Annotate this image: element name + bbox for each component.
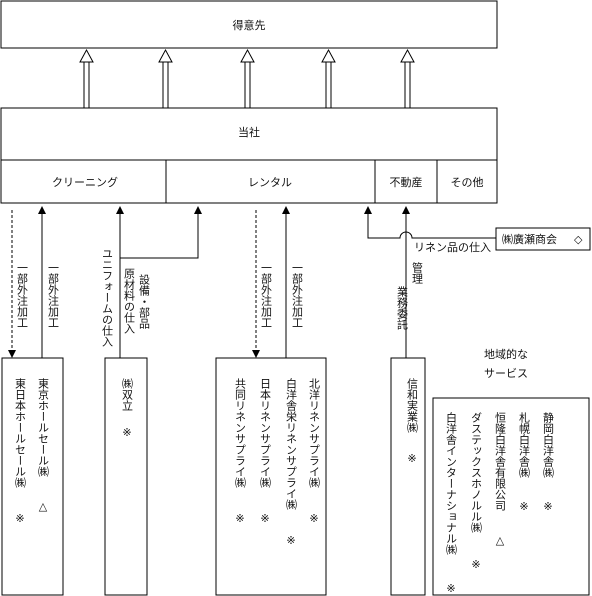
arrow-head-up [364,206,372,214]
outsource-label-4: 一部外注加工 [291,262,304,328]
supply-arrow [400,48,415,108]
company-soritsu: ㈱双立 [121,378,134,411]
company-dustex: ダステックスホノルル㈱ [470,412,483,533]
company-tokyo-hole-sale: 東京ホールセール㈱ [37,378,50,477]
hirose-name: ㈱廣瀬商会 [502,232,557,246]
regional-title-2: サービス [484,367,528,380]
company-mark: ※ [518,500,531,513]
supply-arrow [321,48,336,108]
company-kyodo-linen: 共同リネンサプライ㈱ [234,378,247,488]
arrow-head-up [402,206,410,214]
arrow-head-up [282,206,290,214]
linen-flow-line [367,212,496,239]
supply-arrow [240,48,255,108]
outsource-label-1: 一部外注加工 [16,262,29,328]
hirose-mark: ◇ [574,233,583,246]
hirose-box [495,227,591,251]
company-mark: ※ [308,512,321,525]
management-label-2: 業務委託 [396,286,409,330]
company-mark: ※ [285,534,298,547]
supply-arrows [79,48,415,108]
company-shizuoka: 静岡白洋舎㈱ [542,411,555,478]
arrow-head-up [194,206,202,214]
company-mark: △ [37,500,50,513]
customers-label: 得意先 [233,18,266,32]
company-mark: ※ [445,582,458,595]
company-koryu: 恒隆白洋舎有限公司 [494,412,507,511]
equipment-label-2: 原材料の仕入 [123,268,136,334]
regional-services-box [432,397,590,596]
company-mark: ※ [542,500,555,513]
soritsu-box [104,357,148,596]
supply-arrow [158,48,173,108]
company-sapporo: 札幌白洋舎㈱ [518,412,531,478]
arrow-head-up [38,206,46,214]
uniform-purchase-label: ユニフォームの仕入 [101,248,114,347]
customers-box [0,0,498,49]
segment-rental: レンタル [248,176,292,189]
equipment-label-1: 設備・部品 [138,273,151,329]
company-mark: ※ [259,512,272,525]
company-nihon-linen: 日本リネンサプライ㈱ [259,378,272,488]
company-mark: ※ [470,558,483,571]
company-shinwa-jitsugyo: 信和実業㈱ [406,378,419,433]
company-mark: ※ [121,426,134,439]
company-hakuyosha-intl: 白洋舎インターナショナル㈱ [445,411,458,555]
outsource-label-2: 一部外注加工 [47,262,60,328]
company-mark: ※ [406,452,419,465]
company-hakuyosha-ei-linen: 白洋舎栄リネンサプライ㈱ [285,377,298,510]
segment-other: その他 [451,176,484,189]
company-mark: △ [494,534,507,547]
company-mark: ※ [14,512,27,525]
shinwa-box [390,357,426,596]
segment-real-estate: 不動産 [390,175,423,189]
company-mark: ※ [234,512,247,525]
segment-cleaning: クリーニング [52,175,118,189]
arrow-head-up [116,206,124,214]
company-higashinihon-hole-sale: 東日本ホールセール㈱ [14,378,27,488]
equipment-flow-line [120,212,199,259]
supply-arrow [79,48,94,108]
linen-purchase-label: リネン品の仕入 [414,241,491,254]
cleaning-subsidiaries-box [1,357,64,596]
outsource-label-3: 一部外注加工 [260,262,273,328]
rental-subsidiaries-box [215,357,327,596]
management-label-1: 管理 [411,261,424,284]
arrow-head-down [8,350,16,358]
company-kita-linen: 北洋リネンサプライ㈱ [308,378,321,488]
company-label: 当社 [238,125,260,139]
arrow-head-down [252,350,260,358]
regional-title-1: 地域的な [484,347,528,361]
company-box [0,107,498,204]
